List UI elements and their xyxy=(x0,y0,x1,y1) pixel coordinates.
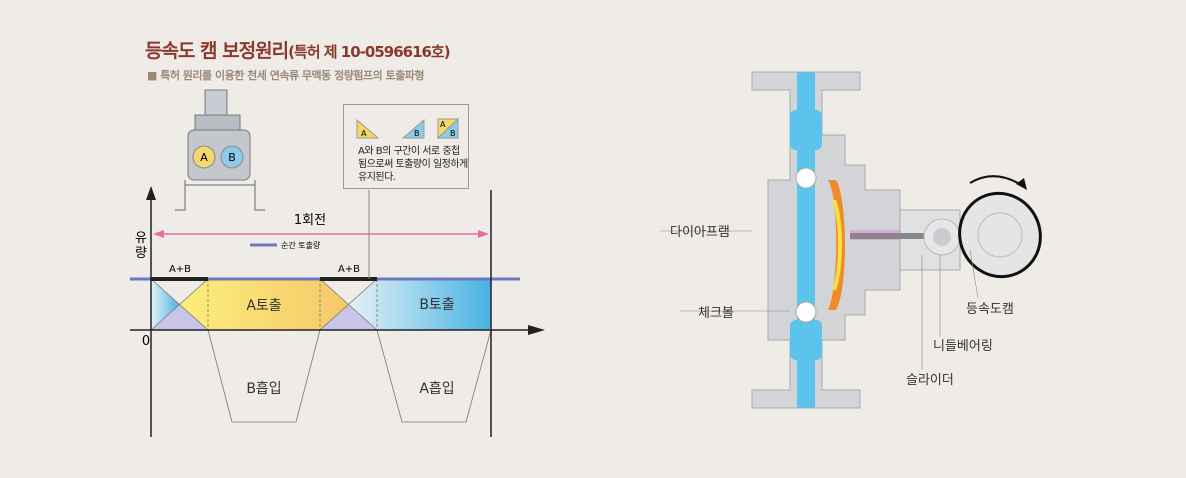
origin-label: 0 xyxy=(142,334,150,349)
b-discharge-start-area xyxy=(151,279,180,330)
legend-label: 순간 토출량 xyxy=(281,240,321,250)
rotation-direction-icon xyxy=(969,175,1024,187)
title-patent: (특허 제 10-0596616호) xyxy=(288,43,451,61)
callout-text: A와 B의 구간이 서로 중첩됨으로써 토출량이 일정하게 유지된다. xyxy=(358,146,468,183)
pump-chamber-b xyxy=(220,145,244,169)
callout-box: A B A B A와 B의 구간이 서로 중첩됨으로써 토출량이 일정하게 유지… xyxy=(343,104,469,189)
overlap-area-1 xyxy=(151,305,208,330)
b-discharge-area xyxy=(349,279,491,330)
pump-chamber-a xyxy=(192,145,216,169)
pump-label-b: B xyxy=(228,151,236,164)
title-main: 등속도 캠 보정원리 xyxy=(145,40,289,62)
label-check-ball: 체크볼 xyxy=(698,306,734,321)
pump-cross-section xyxy=(660,71,1042,409)
subtitle: ■ 특허 원리를 이용한 천세 연속류 무맥동 정량펌프의 토출파형 xyxy=(147,69,425,82)
svg-text:B: B xyxy=(414,129,420,138)
page-title: 등속도 캠 보정원리(특허 제 10-0596616호) xyxy=(145,36,451,63)
a-discharge-label: A토출 xyxy=(246,298,281,314)
constant-velocity-cam xyxy=(958,191,1042,279)
svg-text:B: B xyxy=(450,129,456,138)
svg-text:A: A xyxy=(440,120,446,129)
overlap-label: A+B xyxy=(169,264,191,275)
check-ball-upper xyxy=(795,167,817,189)
pump-body xyxy=(751,71,901,409)
triangle-b-icon xyxy=(401,118,425,139)
label-diaphragm: 다이아프램 xyxy=(670,225,730,240)
rotation-label: 1회전 xyxy=(294,213,326,228)
y-axis-label: 량 xyxy=(135,246,147,261)
a-discharge-area xyxy=(180,279,349,330)
b-suction-label: B흡입 xyxy=(246,381,281,397)
overlap-area-2 xyxy=(320,305,377,330)
check-ball-lower xyxy=(795,301,817,323)
label-needle-bearing: 니들베어링 xyxy=(933,339,993,354)
y-axis-label: 유 xyxy=(135,231,147,246)
label-cam: 등속도캠 xyxy=(966,302,1014,317)
overlap-label: A+B xyxy=(338,264,360,275)
pump-photo: A B xyxy=(175,89,265,211)
overlap-icons: A B A B xyxy=(356,117,460,139)
a-suction-label: A흡입 xyxy=(419,381,454,397)
label-slider: 슬라이더 xyxy=(906,373,954,388)
diaphragm xyxy=(828,180,845,310)
triangle-a-icon xyxy=(356,118,380,139)
discharge-waveform-chart: 유 량 0 1회전 순간 토출량 A+B A+B A토출 B토출 B흡입 A흡입 xyxy=(130,186,545,437)
b-discharge-label: B토출 xyxy=(419,297,454,313)
svg-text:A: A xyxy=(361,129,367,138)
pump-label-a: A xyxy=(200,151,208,164)
